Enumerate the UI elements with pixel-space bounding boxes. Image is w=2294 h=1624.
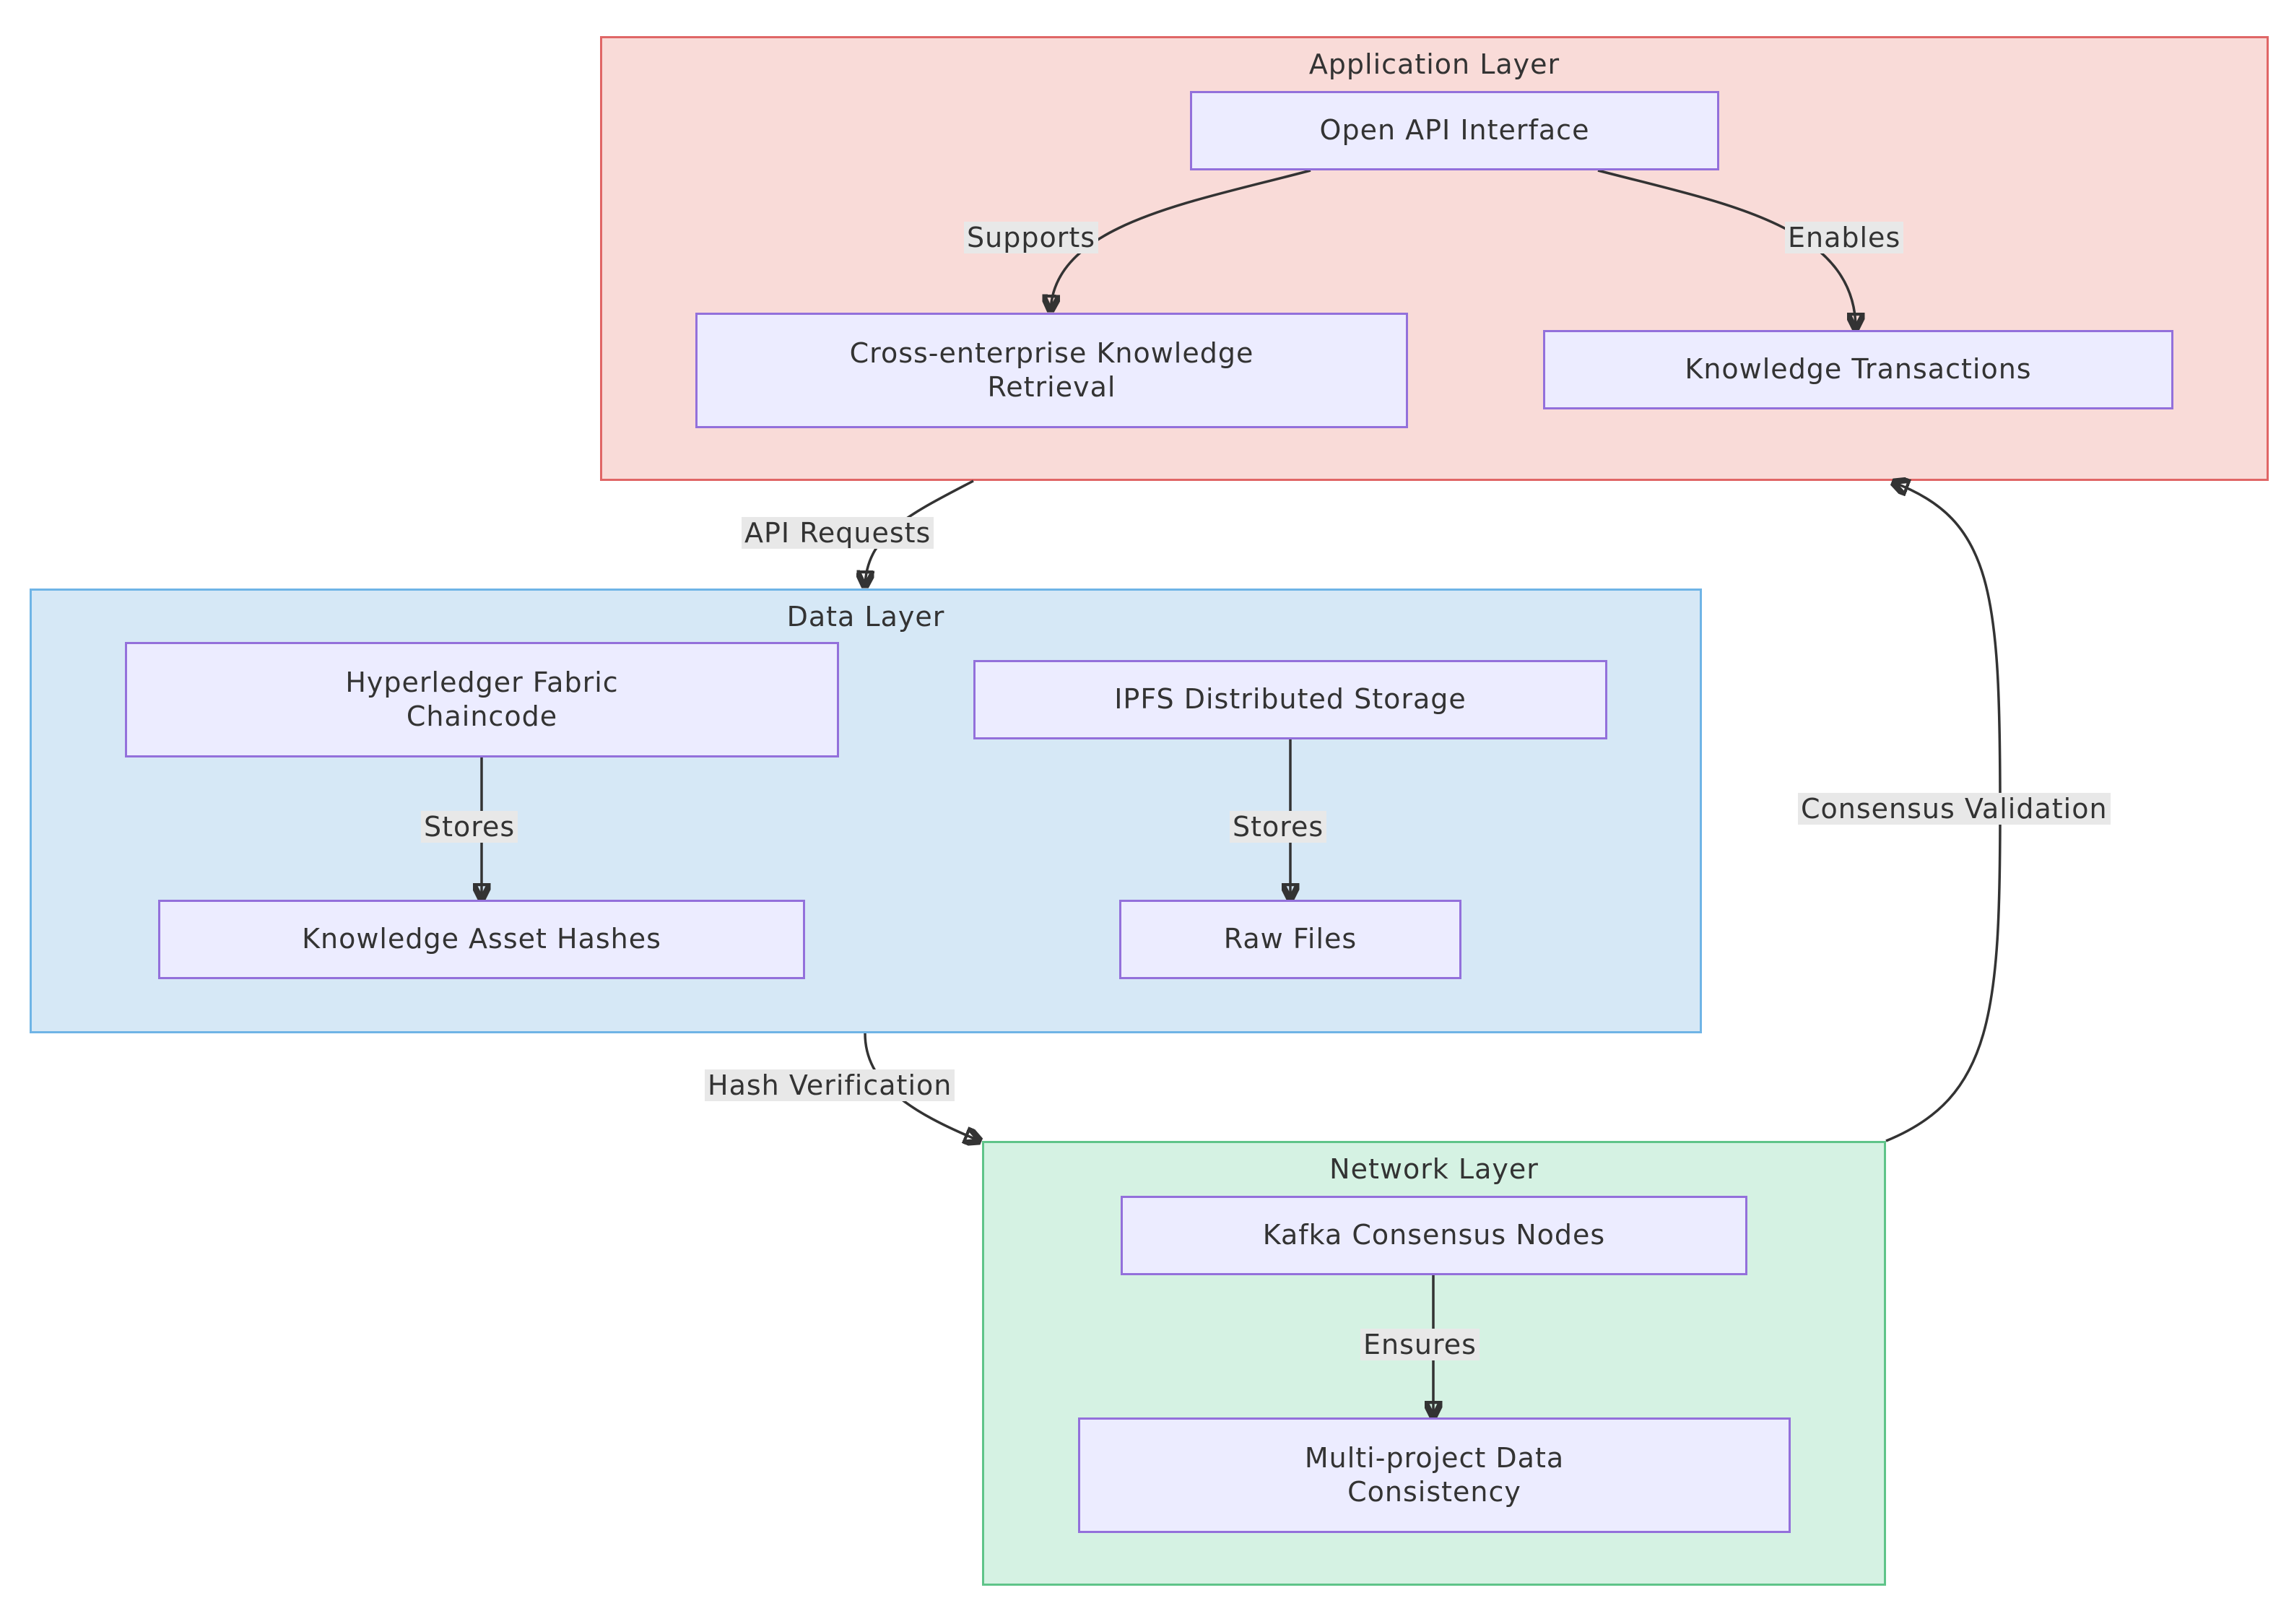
raw-files-node: Raw Files [1119, 900, 1461, 979]
open-api-interface-node: Open API Interface [1190, 91, 1719, 170]
edge-label-ensures: Ensures [1360, 1329, 1480, 1360]
edge-label-stores-right: Stores [1230, 811, 1327, 843]
edge-label-hash-verification: Hash Verification [705, 1069, 955, 1101]
edge-label-consensus-validation: Consensus Validation [1798, 793, 2111, 825]
hyperledger-fabric-node: Hyperledger Fabric Chaincode [125, 642, 839, 757]
network-layer-title: Network Layer [1329, 1153, 1539, 1185]
application-layer-title: Application Layer [1308, 48, 1560, 80]
knowledge-asset-hashes-node: Knowledge Asset Hashes [158, 900, 805, 979]
kafka-consensus-node: Kafka Consensus Nodes [1121, 1196, 1747, 1275]
cross-enterprise-retrieval-node: Cross-enterprise Knowledge Retrieval [695, 313, 1408, 428]
edge-label-enables: Enables [1785, 222, 1904, 253]
edge-label-supports: Supports [964, 222, 1099, 253]
multi-project-consistency-node: Multi-project Data Consistency [1078, 1417, 1791, 1533]
ipfs-storage-node: IPFS Distributed Storage [973, 660, 1607, 739]
edge-enables [1597, 169, 1856, 329]
data-layer-title: Data Layer [786, 601, 945, 633]
edge-supports [1051, 169, 1311, 311]
knowledge-transactions-node: Knowledge Transactions [1543, 330, 2173, 409]
edge-label-api-requests: API Requests [742, 517, 934, 549]
edge-label-stores-left: Stores [421, 811, 518, 843]
